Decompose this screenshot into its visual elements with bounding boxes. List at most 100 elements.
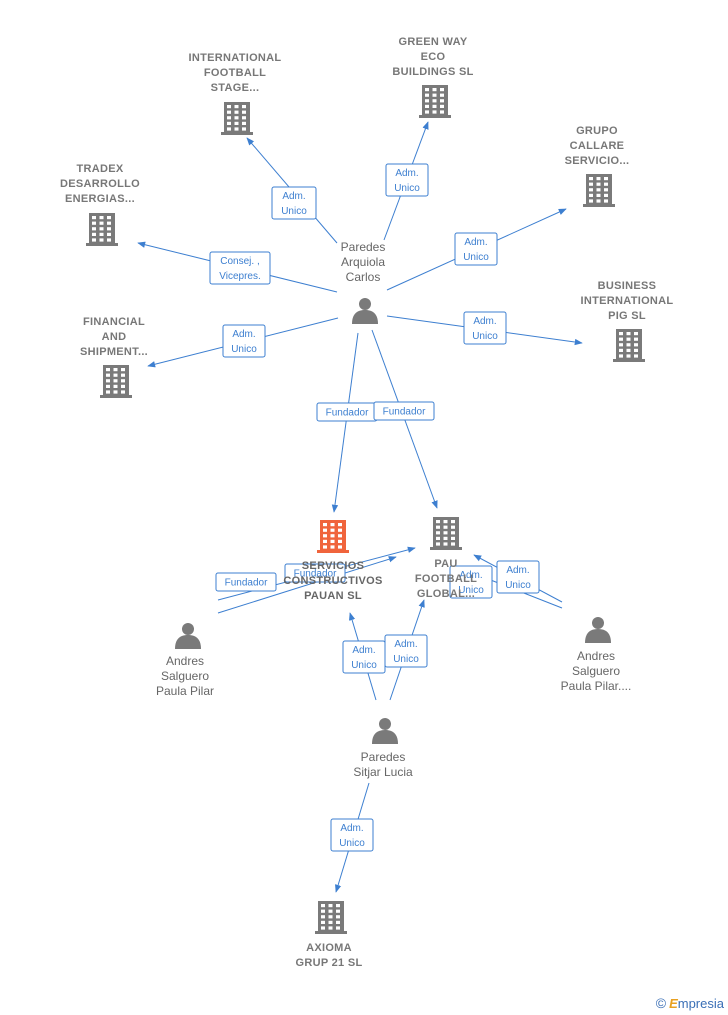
edge-label-badge[interactable]: Adm. Unico xyxy=(222,324,266,358)
node-label: Arquiola xyxy=(341,255,385,269)
node-label: TRADEX xyxy=(76,163,123,175)
building-icon xyxy=(583,174,615,207)
nodes-layer: INTERNATIONAL FOOTBALL STAGE... GREEN WAYEC… xyxy=(60,36,673,969)
edge-label-text: Unico xyxy=(281,206,307,217)
node-label: INTERNATIONAL xyxy=(581,295,674,307)
node-label: Andres xyxy=(577,649,615,663)
edge-label-badge[interactable]: Adm. Unico xyxy=(271,186,317,220)
edge-label-box xyxy=(215,572,277,592)
building-icon xyxy=(419,85,451,118)
edge-label-text: Unico xyxy=(394,183,420,194)
edge-label-text: Unico xyxy=(463,252,489,263)
edge-label-badge[interactable]: Fundador xyxy=(215,572,277,592)
node-tradex[interactable]: TRADEXDESARROLLOENERGIAS... xyxy=(60,163,140,246)
node-intl-football[interactable]: INTERNATIONAL FOOTBALL STAGE... xyxy=(189,52,282,135)
edge-label-badge[interactable]: Consej. , Vicepres. xyxy=(209,251,271,285)
node-label: CALLARE xyxy=(570,140,625,152)
edge-label-badge[interactable]: Adm.Unico xyxy=(330,818,374,852)
building-icon xyxy=(613,329,645,362)
building-icon xyxy=(315,901,347,934)
edge-label-badge[interactable]: Fundador xyxy=(373,401,435,421)
node-label: SHIPMENT... xyxy=(80,346,148,358)
node-label: SERVICIOS xyxy=(302,560,364,572)
person-icon xyxy=(585,617,611,643)
edge-andres-left-to-servicios-pauan xyxy=(217,556,397,614)
node-business-intl[interactable]: BUSINESS INTERNATIONAL PIG SL xyxy=(581,280,674,362)
copyright-icon: © xyxy=(655,995,667,1011)
node-financial[interactable]: FINANCIALANDSHIPMENT... xyxy=(80,316,148,398)
edge-label-box xyxy=(330,818,374,852)
node-label: DESARROLLO xyxy=(60,178,140,190)
edge-label-text: Fundador xyxy=(383,407,426,418)
node-label: FOOTBALL xyxy=(204,67,266,79)
edge-paredes-arquiola-to-servicios-pauan xyxy=(331,332,359,513)
edge-label-box xyxy=(454,232,498,266)
node-label: Paula Pilar xyxy=(156,684,214,698)
edge-label-box xyxy=(385,163,429,197)
edge-label-badge[interactable]: Adm. Unico xyxy=(463,311,507,345)
edge-label-text: Unico xyxy=(393,654,419,665)
edge-label-text: Adm. xyxy=(282,191,305,202)
edge-label-text: Adm. xyxy=(473,316,496,327)
node-pau-football[interactable]: PAU FOOTBALL GLOBAL... xyxy=(415,517,477,600)
node-label: PAUAN SL xyxy=(304,590,362,602)
node-label: INTERNATIONAL xyxy=(189,52,282,64)
edge-label-text: Unico xyxy=(231,344,257,355)
edge-label-box xyxy=(209,251,271,285)
edge-label-text: Unico xyxy=(472,331,498,342)
brand-initial: E xyxy=(669,996,678,1011)
edge-label-text: Vicepres. xyxy=(219,271,261,282)
edge-label-badge[interactable]: Fundador xyxy=(284,563,346,583)
edge-label-box xyxy=(284,563,346,583)
node-label: Carlos xyxy=(346,270,381,284)
edge-label-box xyxy=(496,560,540,594)
edge-label-text: Unico xyxy=(339,838,365,849)
edge-label-badge[interactable]: Adm.Unico xyxy=(342,640,386,674)
node-label: STAGE... xyxy=(211,82,260,94)
edge-label-box xyxy=(384,634,428,668)
edge-label-badge[interactable]: Adm. Unico xyxy=(454,232,498,266)
edge-label-box xyxy=(449,565,493,599)
node-grupo-callare[interactable]: GRUPOCALLARESERVICIO... xyxy=(565,125,630,207)
footer-brand[interactable]: ©Empresia xyxy=(656,995,724,1011)
node-label: FOOTBALL xyxy=(415,573,477,585)
edge-label-badge[interactable]: Adm. Unico xyxy=(384,634,428,668)
edge-label-text: Unico xyxy=(505,580,531,591)
node-servicios-pauan[interactable]: SERVICIOS CONSTRUCTIVOS PAUAN SL xyxy=(283,520,382,602)
node-label: CONSTRUCTIVOS xyxy=(283,575,382,587)
node-label: AND xyxy=(102,331,127,343)
node-label: Andres xyxy=(166,654,204,668)
edge-label-text: Adm. xyxy=(232,329,255,340)
edge-label-badge[interactable]: Adm.Unico xyxy=(496,560,540,594)
edge-label-text: Consej. , xyxy=(220,256,259,267)
edge-label-box xyxy=(463,311,507,345)
edge-label-badge[interactable]: Adm.Unico xyxy=(449,565,493,599)
edge-label-text: Adm. xyxy=(352,645,375,656)
edge-label-text: Adm. xyxy=(464,237,487,248)
node-label: Paredes xyxy=(341,240,386,254)
person-icon xyxy=(372,718,398,744)
edge-label-badge[interactable]: Adm.Unico xyxy=(385,163,429,197)
node-label: GLOBAL... xyxy=(417,588,475,600)
edge-label-box xyxy=(271,186,317,220)
building-icon xyxy=(317,520,349,553)
edge-label-text: Adm. xyxy=(459,570,482,581)
building-icon xyxy=(221,102,253,135)
building-icon xyxy=(86,213,118,246)
node-label: PAU xyxy=(434,558,457,570)
edge-label-badge[interactable]: Fundador xyxy=(316,402,378,422)
node-label: BUSINESS xyxy=(598,280,657,292)
node-label: AXIOMA xyxy=(306,942,352,954)
node-label: PIG SL xyxy=(608,310,646,322)
edge-label-text: Adm. xyxy=(394,639,417,650)
node-label: Paula Pilar.... xyxy=(561,679,632,693)
building-icon xyxy=(430,517,462,550)
